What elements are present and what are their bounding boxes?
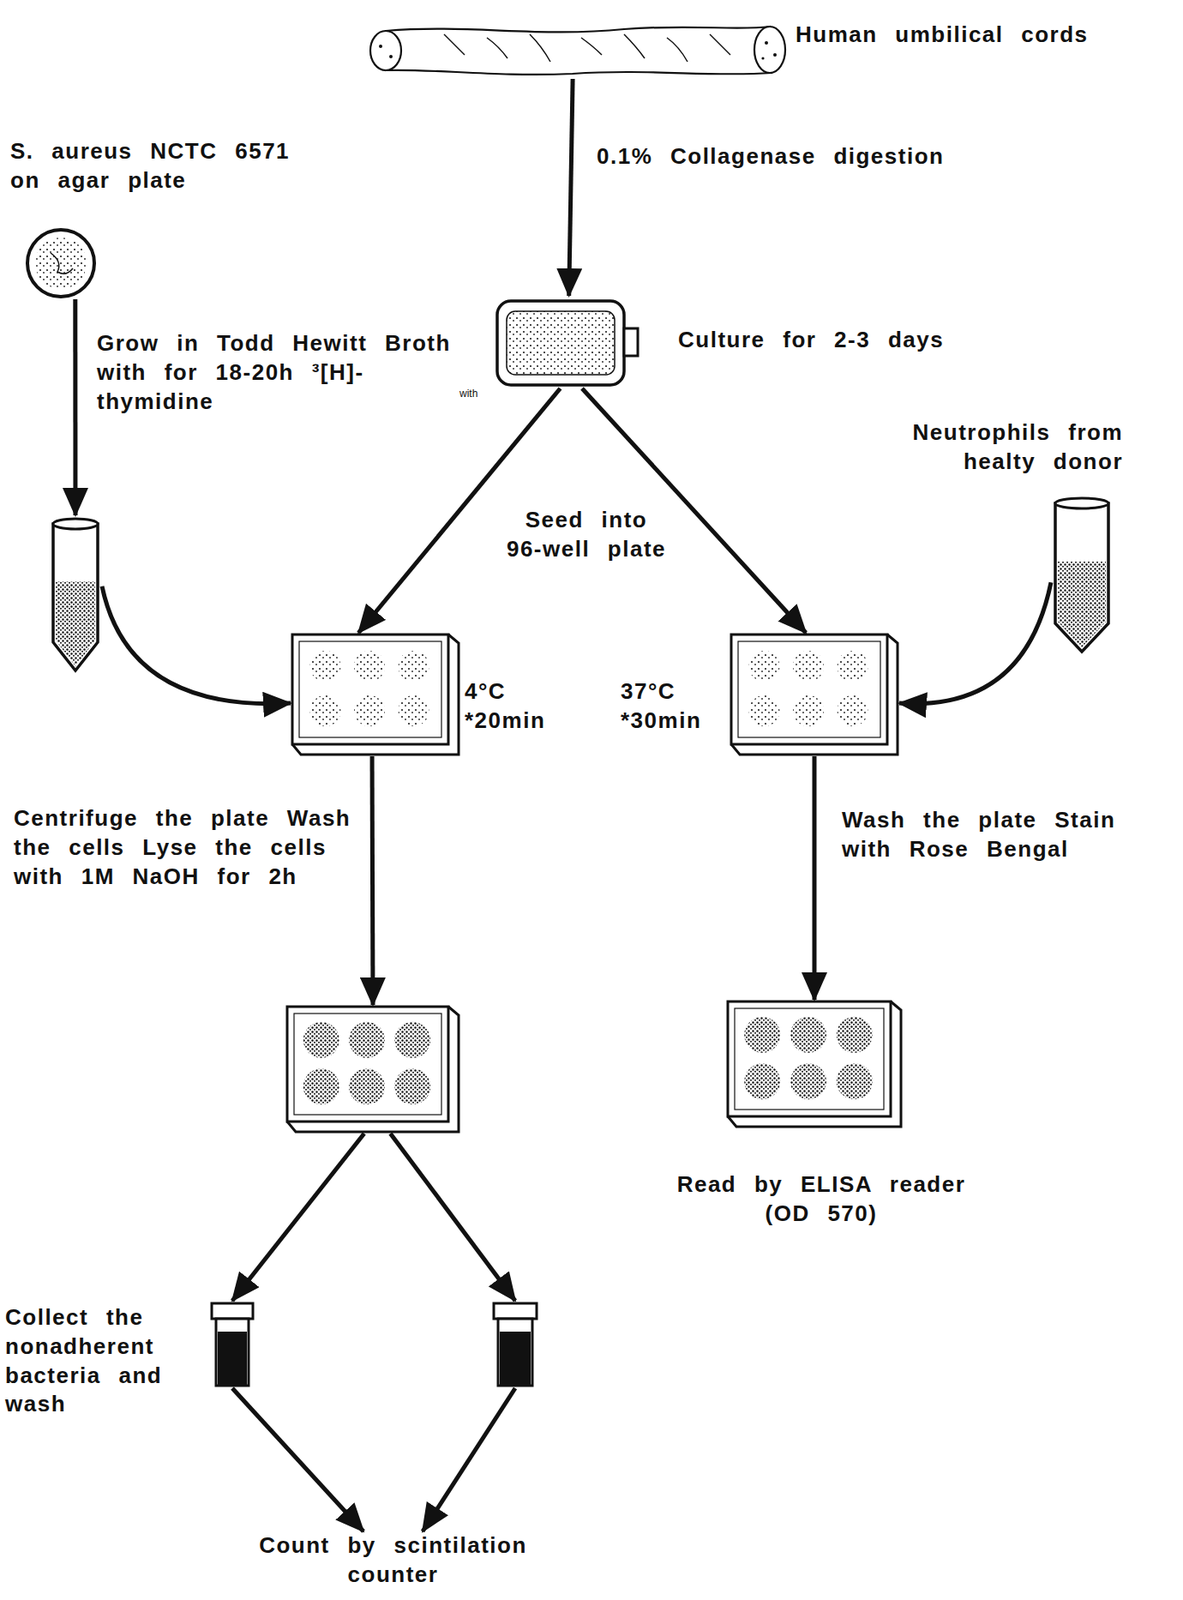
stained-plate-drawing	[726, 999, 903, 1129]
well-plate-drawing	[729, 632, 900, 757]
flow-arrow	[569, 78, 573, 296]
node-label: 37°C *30min	[620, 677, 726, 736]
neutrophil-tube: Neutrophils from healty donor	[1050, 494, 1113, 655]
flow-arrow	[232, 1387, 364, 1532]
step-label: Centrifuge the plate Wash the cells Lyse…	[13, 804, 357, 891]
collection-tube-drawing	[489, 1300, 541, 1388]
step-label: Seed into 96-well plate	[500, 505, 673, 565]
flow-arrow	[390, 1133, 516, 1301]
collection-tube-drawing	[207, 1300, 258, 1388]
umbilical-cord: Human umbilical cords	[366, 20, 787, 79]
node-label: Neutrophils from healty donor	[840, 418, 1123, 477]
umbilical-cord-drawing	[366, 20, 787, 79]
note-label: with	[459, 387, 478, 402]
stained-plate: Read by ELISA reader (OD 570)	[726, 999, 903, 1129]
node-label: S. aureus NCTC 6571 on agar plate	[10, 137, 319, 196]
node-label: Culture for 2-3 days	[678, 325, 944, 355]
agar-plate: S. aureus NCTC 6571 on agar plate	[24, 227, 97, 300]
flow-arrow	[370, 756, 376, 1005]
node-label: 4°C *20min	[464, 677, 568, 736]
well-plate: 37°C *30min	[729, 632, 900, 757]
well-plate: 4°C *20min	[290, 632, 461, 757]
step-label: Wash the plate Stain with Rose Bengal	[841, 805, 1125, 865]
lysed-plate	[285, 1004, 461, 1134]
well-plate-drawing	[290, 632, 461, 757]
step-label: 0.1% Collagenase digestion	[596, 142, 944, 172]
flow-arrow	[72, 299, 78, 516]
node-label: Collect the nonadherent bacteria and was…	[5, 1303, 205, 1419]
neutrophil-tube-drawing	[1050, 494, 1113, 655]
collection-tube: Collect the nonadherent bacteria and was…	[207, 1300, 258, 1388]
flow-arrow	[812, 756, 817, 1000]
node-label: Human umbilical cords	[795, 20, 1089, 50]
flow-arrow	[899, 582, 1051, 703]
agar-plate-drawing	[24, 227, 97, 300]
lysed-plate-drawing	[285, 1004, 461, 1134]
step-label: Grow in Todd Hewitt Broth with for 18-20…	[96, 329, 457, 416]
flow-arrow	[102, 586, 291, 704]
bacteria-tube	[48, 515, 103, 673]
node-label: Count by scintilation counter	[245, 1531, 541, 1590]
flow-arrow	[232, 1133, 365, 1301]
collection-tube	[489, 1300, 541, 1388]
culture-flask: Culture for 2-3 days	[494, 295, 641, 389]
result-text: Count by scintilation counter	[245, 1531, 541, 1590]
node-label: Read by ELISA reader (OD 570)	[658, 1170, 985, 1229]
culture-flask-drawing	[494, 295, 641, 389]
bacteria-tube-drawing	[48, 515, 103, 673]
flow-arrow	[422, 1387, 516, 1532]
